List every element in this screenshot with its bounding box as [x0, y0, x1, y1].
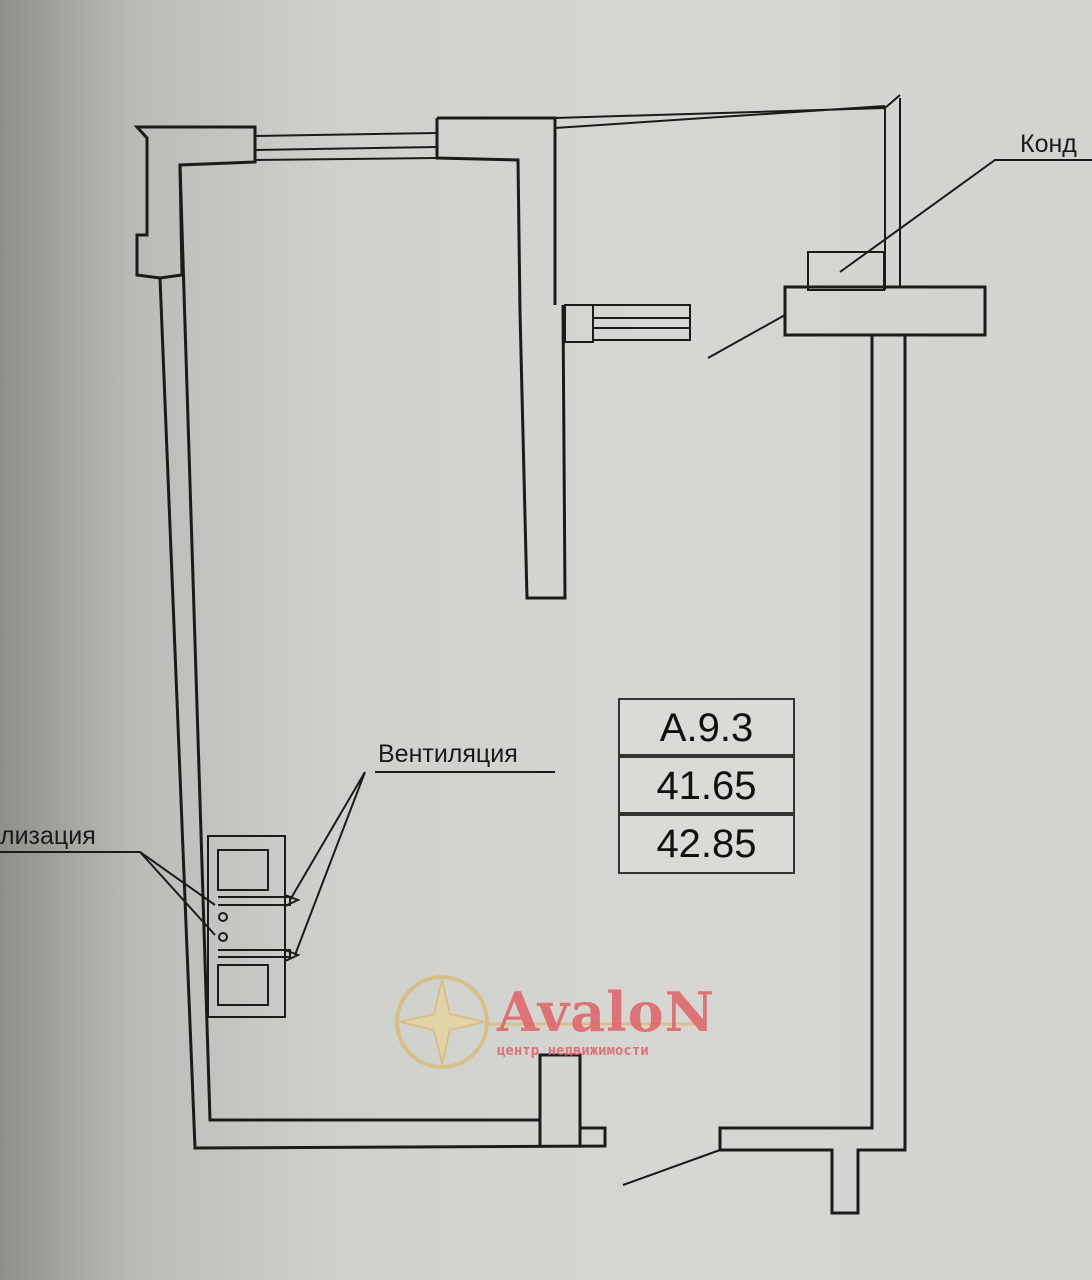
- avalon-compass-emblem: [395, 975, 695, 1069]
- side-window: [564, 304, 691, 343]
- unit-area-1: 41.65: [618, 756, 795, 814]
- left-wall-inner: [178, 164, 540, 1122]
- unit-id: А.9.3: [618, 698, 795, 756]
- utility-shafts: [207, 835, 301, 1018]
- ac-unit-box: [807, 251, 885, 291]
- leader-lines: [0, 159, 1092, 1186]
- ventilation-label: Вентиляция: [378, 740, 518, 768]
- partition-column: [518, 304, 567, 600]
- sewerage-label: лизация: [0, 822, 96, 850]
- watermark-tagline: центр недвижимости: [497, 1043, 649, 1059]
- balcony-outline: [554, 94, 901, 290]
- watermark-brand: AvaloN: [497, 980, 715, 1044]
- top-left-wall: [133, 125, 257, 280]
- bottom-stub-wall: [538, 1053, 582, 1145]
- right-wall: [718, 335, 907, 1215]
- top-middle-wall: [435, 116, 557, 313]
- balcony-slab: [783, 285, 987, 337]
- left-wall: [158, 277, 607, 1150]
- top-window: [254, 132, 438, 161]
- conditioner-label: Конд: [1020, 130, 1077, 158]
- unit-area-2: 42.85: [618, 814, 795, 874]
